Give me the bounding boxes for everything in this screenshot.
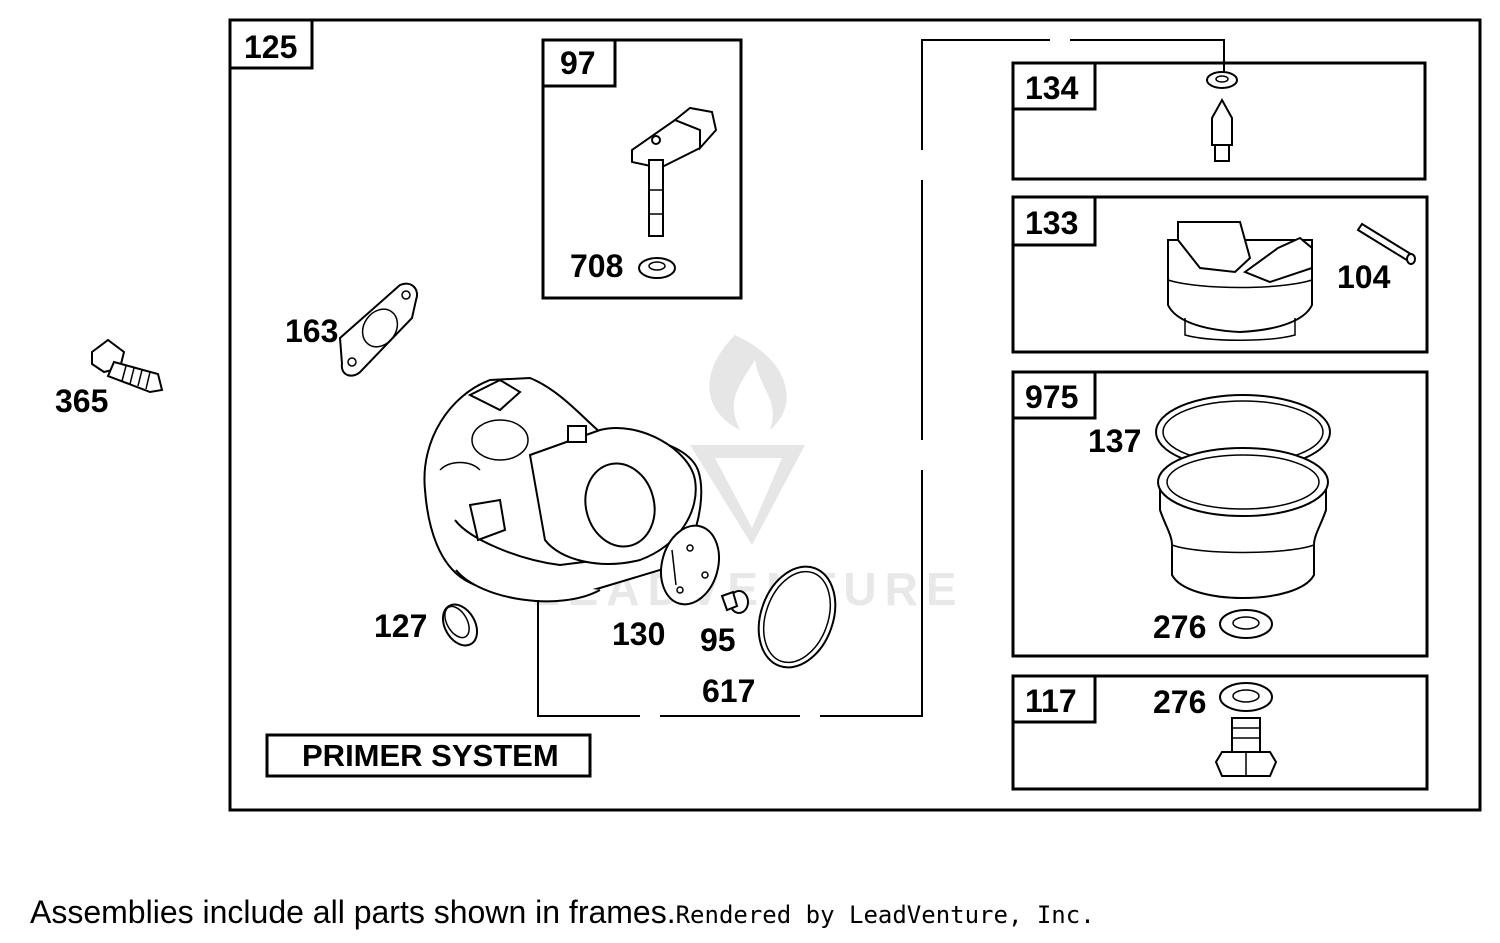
float-pin-104-part	[1356, 222, 1416, 265]
assemblies-note: Assemblies include all parts shown in fr…	[30, 894, 676, 930]
washer-708-part	[638, 257, 676, 279]
callout-365: 365	[55, 383, 108, 419]
callout-708: 708	[570, 248, 623, 284]
callout-137: 137	[1088, 423, 1141, 459]
primer-bracket	[537, 39, 1225, 717]
primer-system-text: PRIMER SYSTEM	[302, 738, 559, 773]
float-bowl-part	[1157, 447, 1329, 600]
washer-276b-part	[1219, 682, 1273, 712]
callout-163: 163	[285, 313, 338, 349]
bowl-nut-part	[1214, 717, 1278, 777]
callout-133: 133	[1025, 205, 1078, 241]
primer-system-label: PRIMER SYSTEM	[265, 733, 592, 778]
callout-127: 127	[374, 608, 427, 644]
assembly-frame-134: 134	[1011, 61, 1427, 181]
callout-117: 117	[1025, 683, 1077, 719]
screw-95-part	[720, 590, 749, 614]
gasket-163-part	[338, 282, 418, 377]
assembly-frame-975: 975 137 276	[1011, 370, 1429, 658]
callout-134: 134	[1025, 70, 1079, 106]
diaphragm-130-part	[660, 524, 720, 606]
carburetor-body-part	[423, 376, 703, 603]
o-ring-617-part	[757, 565, 837, 669]
assembly-frame-133: 133 104	[1011, 195, 1429, 354]
callout-276a: 276	[1153, 609, 1206, 645]
callout-104: 104	[1337, 259, 1391, 295]
callout-617: 617	[702, 673, 755, 709]
bolt-365-part	[91, 338, 164, 394]
callout-125: 125	[244, 29, 297, 65]
throttle-shaft-part	[631, 106, 718, 237]
callout-975: 975	[1025, 379, 1078, 415]
washer-276a-part	[1219, 609, 1273, 639]
callout-130: 130	[612, 616, 665, 652]
callout-97: 97	[560, 45, 596, 81]
float-part	[1167, 221, 1313, 341]
plug-127-part	[441, 603, 479, 647]
needle-valve-part	[1206, 71, 1238, 162]
callout-95: 95	[700, 622, 736, 658]
assembly-frame-125: 125	[228, 18, 1482, 812]
assembly-frame-117: 117 276	[1011, 674, 1429, 791]
footer-note: Assemblies include all parts shown in fr…	[30, 894, 1095, 931]
render-credit: Rendered by LeadVenture, Inc.	[675, 901, 1095, 929]
assembly-frame-97: 97 708	[541, 38, 743, 300]
callout-276b: 276	[1153, 684, 1206, 720]
